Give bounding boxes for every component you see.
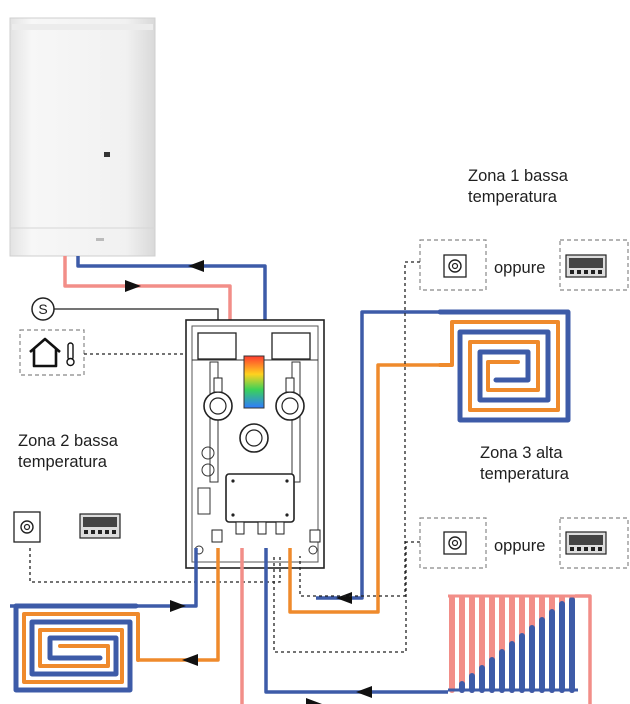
boiler-icon — [9, 17, 156, 257]
programmable-thermostat-icon — [565, 531, 607, 555]
programmable-thermostat-icon — [79, 513, 121, 539]
hydraulic-module-icon — [185, 319, 325, 569]
zone1-or-label: oppure — [494, 259, 546, 277]
boiler-flow-pipes — [63, 256, 267, 320]
floor-heating-coil-icon — [13, 603, 140, 693]
zone2-label-line2: temperatura — [18, 453, 107, 471]
zone3-pipes — [240, 548, 592, 704]
pump-icon — [203, 377, 233, 421]
zone1-label-line1: Zona 1 bassa — [468, 167, 568, 185]
zone3-label-line1: Zona 3 alta — [480, 444, 563, 462]
zone3-label-line2: temperatura — [480, 465, 569, 483]
zone2-controls — [13, 511, 281, 583]
zone1-label-line2: temperatura — [468, 188, 557, 206]
mixing-valve-icon — [243, 355, 265, 409]
zone1-label: Zona 1 bassa temperatura — [468, 166, 568, 208]
zone3-label: Zona 3 alta temperatura — [480, 443, 569, 485]
pump-icon — [275, 377, 305, 421]
zone1-arrows — [336, 592, 352, 604]
programmable-thermostat-icon — [565, 254, 607, 278]
flow-arrows — [125, 260, 204, 292]
zone2-label: Zona 2 bassa temperatura — [18, 431, 118, 473]
zone2-label-line1: Zona 2 bassa — [18, 432, 118, 450]
zone2-arrows — [170, 600, 198, 666]
zone1-controls — [299, 239, 629, 597]
zone3-or-label: oppure — [494, 537, 546, 555]
zone3-controls — [273, 517, 629, 653]
floor-heating-coil-icon — [437, 309, 571, 423]
pump-icon — [239, 423, 269, 453]
house-thermometer-icon — [19, 329, 188, 376]
outdoor-sensor-icon: S — [31, 297, 219, 322]
radiator-icon — [448, 594, 578, 693]
sensor-symbol: S — [38, 301, 47, 317]
electrical-box-icon — [225, 473, 295, 535]
zone3-arrows — [306, 686, 372, 704]
